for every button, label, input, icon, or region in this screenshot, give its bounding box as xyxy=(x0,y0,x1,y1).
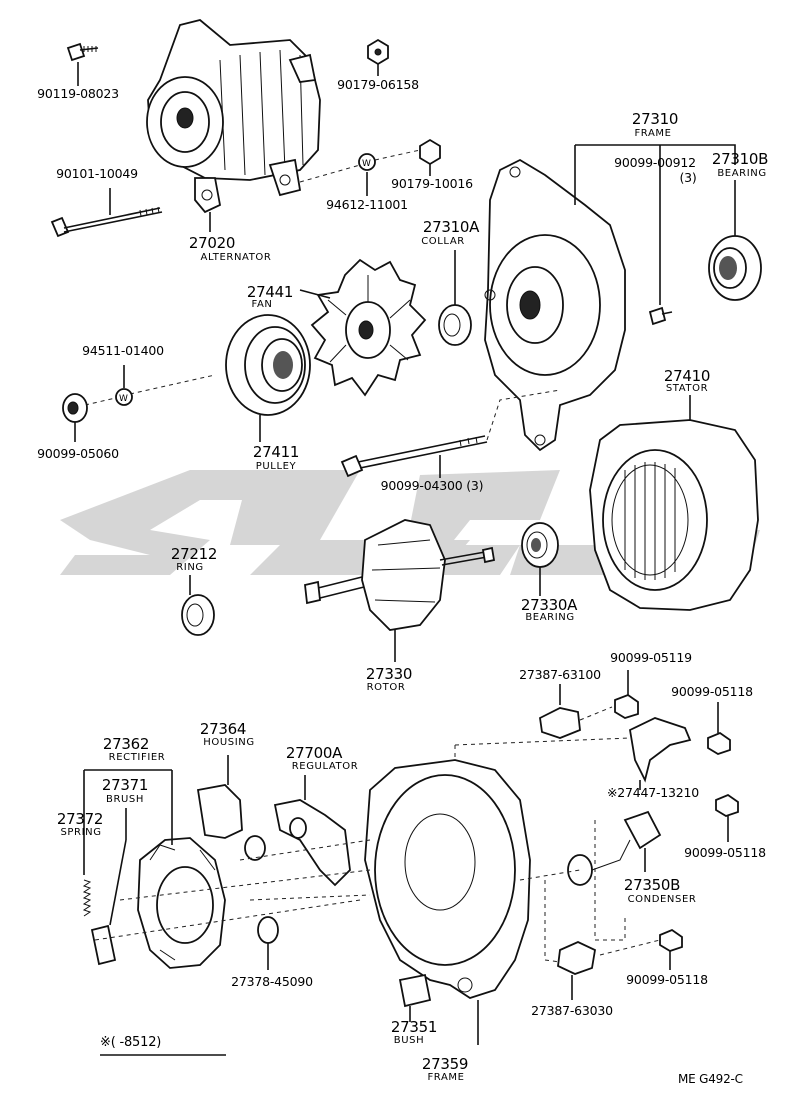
stator-27410 xyxy=(589,395,759,611)
bolt-90119-08023 xyxy=(66,42,99,86)
label-housing: HOUSING xyxy=(203,737,255,748)
label-27447-13210: ※27447-13210 xyxy=(606,785,700,800)
rear-end-frame-27359 xyxy=(364,759,531,1045)
label-27372: 27372 xyxy=(56,810,104,828)
label-collar: COLLAR xyxy=(421,236,465,247)
label-alternator: ALTERNATOR xyxy=(200,252,272,263)
figure-code: ME G492-C xyxy=(678,1072,743,1086)
label-94511-01400: 94511-01400 xyxy=(82,343,164,358)
label-90179-10016: 90179-10016 xyxy=(391,176,473,191)
label-94612-11001: 94612-11001 xyxy=(326,197,408,212)
label-stator: STATOR xyxy=(665,383,709,394)
label-27310B: 27310B xyxy=(711,150,769,168)
bearing-27330A xyxy=(521,522,559,596)
label-ring: RING xyxy=(176,562,204,573)
rotor-27330 xyxy=(304,519,496,662)
nut-washer-pulley: W xyxy=(62,365,216,442)
nut-90099-05119 xyxy=(579,670,639,721)
washer-nut-chain: W xyxy=(299,138,441,196)
insulator-27378-45090 xyxy=(257,916,279,970)
label-brush: BRUSH xyxy=(106,794,144,805)
label-27212: 27212 xyxy=(170,545,218,563)
label-27378-45090: 27378-45090 xyxy=(231,974,313,989)
label-27330A: 27330A xyxy=(520,596,578,614)
label-fan: FAN xyxy=(251,299,273,310)
regulator-27700A xyxy=(244,775,351,887)
label-bush: BUSH xyxy=(393,1035,425,1046)
svg-text:W: W xyxy=(362,159,371,169)
label-90099-05118-a: 90099-05118 xyxy=(671,684,753,699)
label-27362: 27362 xyxy=(102,735,150,753)
label-90099-05119: 90099-05119 xyxy=(610,650,692,665)
label-27387-63030: 27387-63030 xyxy=(531,1003,613,1018)
label-27359: 27359 xyxy=(421,1055,469,1073)
terminal-27447-13210 xyxy=(454,717,692,790)
bush-27351 xyxy=(398,973,432,1022)
label-90099-05060: 90099-05060 xyxy=(37,446,119,461)
collar-27310A xyxy=(438,250,472,346)
spring-27372 xyxy=(82,769,172,917)
housing-27364 xyxy=(196,755,243,839)
label-27410: 27410 xyxy=(663,367,711,385)
fan-27441 xyxy=(299,258,427,397)
label-90099-05118-b: 90099-05118 xyxy=(684,845,766,860)
frame-group-bracket xyxy=(575,144,736,165)
label-27330: 27330 xyxy=(365,665,413,683)
label-27350B: 27350B xyxy=(623,876,681,894)
svg-text:W: W xyxy=(119,394,128,404)
insulator-27387-63030 xyxy=(544,880,661,1000)
label-frame-bottom: FRAME xyxy=(427,1072,465,1083)
long-bolt-90101-10049 xyxy=(50,188,163,238)
bearing-27310B xyxy=(708,180,762,301)
label-spring: SPRING xyxy=(60,827,102,838)
label-90099-04300: 90099-04300 (3) xyxy=(380,478,484,493)
label-27020: 27020 xyxy=(188,234,236,252)
assembly-dashed-lines xyxy=(94,745,626,941)
label-frame-top: FRAME xyxy=(634,128,672,139)
screw-90099-00912 xyxy=(648,195,673,326)
label-bearing-mid: BEARING xyxy=(525,612,575,623)
nut-90099-05118-b xyxy=(715,793,739,842)
label-27441: 27441 xyxy=(246,283,294,301)
label-90119-08023: 90119-08023 xyxy=(37,86,119,101)
label-90099-00912: 90099-00912 xyxy=(614,155,696,170)
ring-27212 xyxy=(181,575,215,636)
label-27411: 27411 xyxy=(252,443,300,461)
label-27387-63100: 27387-63100 xyxy=(519,667,601,682)
label-90179-06158: 90179-06158 xyxy=(337,77,419,92)
label-90099-05118-c: 90099-05118 xyxy=(626,972,708,987)
label-27310A: 27310A xyxy=(422,218,480,236)
label-pulley: PULLEY xyxy=(255,461,297,472)
nut-90099-05118-a xyxy=(707,702,731,755)
label-rectifier: RECTIFIER xyxy=(108,752,166,763)
label-qty-3: (3) xyxy=(679,170,697,185)
drive-end-frame-drawing xyxy=(484,145,626,452)
label-27364: 27364 xyxy=(199,720,247,738)
alternator-drawing xyxy=(146,19,321,232)
label-condenser: CONDENSER xyxy=(627,894,697,905)
insulator-27387-63100 xyxy=(539,684,581,739)
through-bolt-90099-04300 xyxy=(340,389,561,478)
brush-27371 xyxy=(90,839,127,966)
nut-90179-06158 xyxy=(367,38,389,76)
label-27351: 27351 xyxy=(390,1018,438,1036)
condenser-27350B xyxy=(567,810,662,886)
label-27310: 27310 xyxy=(631,110,679,128)
label-90101-10049: 90101-10049 xyxy=(56,166,138,181)
pulley-27411 xyxy=(225,314,311,442)
label-27371: 27371 xyxy=(101,776,149,794)
footnote-applicability: ※( -8512) xyxy=(100,1035,162,1050)
label-regulator: REGULATOR xyxy=(291,761,359,772)
nut-90099-05118-c xyxy=(659,928,683,970)
label-27700A: 27700A xyxy=(285,744,343,762)
label-bearing-top: BEARING xyxy=(717,168,767,179)
label-rotor: ROTOR xyxy=(366,682,406,693)
